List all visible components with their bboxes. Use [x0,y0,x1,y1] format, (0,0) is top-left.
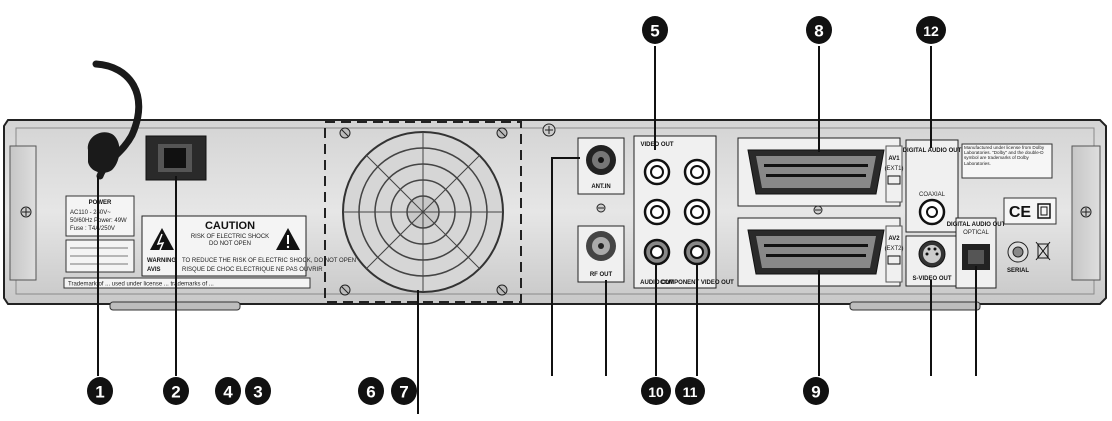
audio-out-left-jack[interactable] [643,198,671,226]
callout-9: 9 [803,377,829,405]
power-spec-line3: Fuse : T4A/250V [70,226,115,232]
dolby-note: Manufactured under license from Dolby La… [961,143,1053,179]
scart-pins [764,244,868,257]
ext2-label: (EXT2) [884,246,903,252]
callout-2: 2 [163,377,189,405]
av1-label: AV1 [888,156,900,162]
trademark-strip: Trademark of ... used under license ... … [63,277,311,289]
svideo-out-label: S-VIDEO OUT [912,276,951,282]
caution-line1: RISK OF ELECTRIC SHOCK [191,234,269,240]
svg-text:10: 10 [648,384,664,400]
callout-4: 4 [215,377,241,405]
svg-text:12: 12 [923,23,939,39]
screw-icon [596,203,606,213]
dolby-note-text: Manufactured under license from Dolby La… [964,145,1045,166]
avis-text: RISQUE DE CHOC ELECTRIQUE NE PAS OUVRIR [182,267,323,273]
optical-label: OPTICAL [963,230,989,236]
caution-title: CAUTION [205,220,255,232]
power-switch[interactable] [145,135,207,181]
screw-icon [20,206,32,218]
ce-mark-icon: CE [1003,197,1057,225]
callout-5: 5 [642,16,668,44]
svg-text:5: 5 [650,22,659,41]
power-spec-line1: AC110 - 240V~ [70,210,111,216]
rca-jack-block: VIDEO OUT AUDIO OUT COMPONENT VIDEO OUT [633,135,734,289]
screw-icon [1080,206,1092,218]
screw-icon [496,127,508,139]
serial-info-label [65,239,135,273]
ce-label: CE [1009,204,1032,221]
power-cord [87,60,143,180]
cooling-fan [324,121,522,303]
component-pb-jack[interactable] [683,198,711,226]
svg-text:6: 6 [366,383,375,402]
svideo-out-jack[interactable]: S-VIDEO OUT [905,235,959,287]
caution-line2: DO NOT OPEN [209,241,251,247]
lightning-warning-icon [150,228,174,251]
screw-icon [542,123,556,137]
warning-label: WARNING [147,258,176,264]
callout-8: 8 [806,16,832,44]
video-out-jack[interactable] [643,158,671,186]
digital-audio-out-coax-label: DIGITAL AUDIO OUT [903,148,962,154]
callout-12: 12 [916,16,946,44]
caution-label: CAUTION RISK OF ELECTRIC SHOCK DO NOT OP… [141,215,356,277]
svg-text:11: 11 [683,384,698,400]
screw-icon [339,284,351,296]
coaxial-digital-audio-jack[interactable]: DIGITAL AUDIO OUT COAXIAL [903,139,962,233]
trademark-text: Trademark of ... used under license ... … [68,282,214,288]
audio-out-right-jack[interactable] [643,238,671,266]
av2-label: AV2 [888,236,900,242]
serial-label: SERIAL [1007,268,1029,274]
screw-icon [813,205,823,215]
digital-audio-out-opt-label: DIGITAL AUDIO OUT [947,222,1006,228]
antenna-in-jack[interactable]: ANT.IN [577,137,625,195]
callout-3: 3 [245,377,271,405]
callout-10: 10 [641,377,671,405]
scart-av1-connector[interactable]: AV1 (EXT1) [737,137,904,207]
video-out-label: VIDEO OUT [640,142,673,148]
callout-1: 1 [87,377,113,405]
scart-pins [764,164,868,177]
svg-text:8: 8 [814,22,823,41]
svg-text:4: 4 [223,383,233,402]
screw-icon [339,127,351,139]
power-spec-label: POWER AC110 - 240V~ 50/60Hz Power: 49W F… [65,195,135,237]
svg-text:3: 3 [253,383,262,402]
rfout-label: RF OUT [590,272,613,278]
power-label: POWER [89,200,112,206]
svg-text:7: 7 [399,383,408,402]
component-y-jack[interactable] [683,158,711,186]
antin-label: ANT.IN [591,184,610,190]
avis-label: AVIS [147,267,161,273]
exclamation-warning-icon [276,228,300,250]
audio-out-label: AUDIO OUT [640,280,674,286]
scart-av2-connector[interactable]: AV2 (EXT2) [737,217,904,287]
ext1-label: (EXT1) [884,166,903,172]
component-pr-jack[interactable] [683,238,711,266]
coaxial-label: COAXIAL [919,192,946,198]
rf-out-jack[interactable]: RF OUT [577,225,625,283]
weee-bin-icon [1035,241,1051,261]
serial-port[interactable]: SERIAL [1007,241,1029,274]
callout-7: 7 [391,377,417,405]
svg-text:2: 2 [171,383,180,402]
callout-6: 6 [358,377,384,405]
svg-text:1: 1 [95,383,104,402]
svg-text:9: 9 [811,383,820,402]
screw-icon [496,284,508,296]
warning-text: TO REDUCE THE RISK OF ELECTRIC SHOCK, DO… [182,258,356,264]
leader-lines [97,46,977,414]
callout-11: 11 [675,377,705,405]
